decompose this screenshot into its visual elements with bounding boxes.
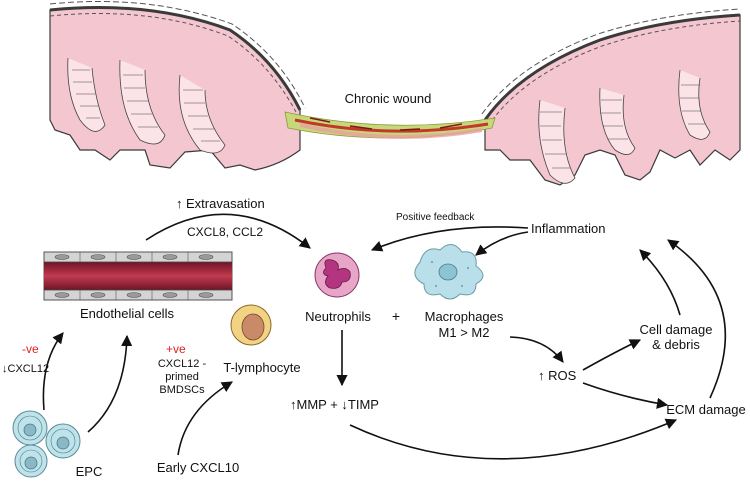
extravasation-arrow: ↑	[176, 196, 183, 211]
arrow-macrophage-to-ros	[509, 336, 564, 363]
positive-mark: +ve	[166, 342, 186, 356]
inflammation-label: Inflammation	[531, 221, 605, 236]
neutrophil-cell	[314, 252, 360, 298]
cell-damage-line-1: Cell damage	[640, 322, 713, 337]
arrow-ros-to-ecm	[582, 382, 669, 409]
arrow-inflammation-to-neutrophil	[370, 226, 529, 252]
arrow-epc-to-primed	[87, 334, 133, 433]
cxcl12-down-label: ↓CXCL12	[2, 363, 49, 375]
pathway-arrows	[42, 213, 727, 460]
arrow-mmp-to-ecm	[349, 418, 678, 460]
t-lymphocyte-cell	[230, 304, 272, 346]
negative-mark: -ve	[22, 342, 39, 356]
arrow-epc-to-endothelial	[42, 332, 64, 411]
primed-line-2: primed	[165, 371, 199, 383]
primed-line-1: CXCL12 -	[158, 358, 207, 370]
wound-label: Chronic wound	[345, 91, 432, 106]
blood-vessel	[43, 251, 233, 301]
arrow-ecm-to-inflammation	[667, 239, 727, 399]
arrow-cell-damage-to-inflammation	[639, 249, 681, 316]
plus-sign: +	[392, 308, 400, 324]
endothelial-label: Endothelial cells	[80, 306, 174, 321]
macrophage-cell	[414, 244, 484, 300]
ecm-damage-label: ECM damage	[666, 402, 745, 417]
ros-label: ↑ ROS	[538, 368, 577, 383]
arrow-cxcl10-to-lymphocyte	[177, 381, 233, 456]
macrophages-label: Macrophages	[425, 309, 504, 324]
cell-damage-line-2: & debris	[652, 337, 700, 352]
primed-line-3: BMDSCs	[159, 384, 205, 396]
t-lymphocyte-label: T-lymphocyte	[223, 360, 300, 375]
epc-label: EPC	[76, 464, 103, 479]
arrow-vessel-to-neutrophil	[145, 213, 311, 249]
chemokines-label: CXCL8, CCL2	[187, 225, 263, 239]
epc-cells	[12, 410, 81, 478]
arrow-ros-to-cell-damage	[582, 339, 642, 371]
early-cxcl10-label: Early CXCL10	[157, 460, 239, 475]
extravasation-label: Extravasation	[186, 196, 265, 211]
mmp-timp-label: ↑MMP + ↓TIMP	[290, 397, 379, 412]
skin-illustration: Chronic wound	[49, 1, 741, 186]
positive-feedback-label: Positive feedback	[396, 212, 475, 223]
macrophage-ratio: M1 > M2	[439, 325, 490, 340]
arrow-inflammation-to-macrophage	[475, 231, 529, 256]
neutrophils-label: Neutrophils	[305, 309, 371, 324]
